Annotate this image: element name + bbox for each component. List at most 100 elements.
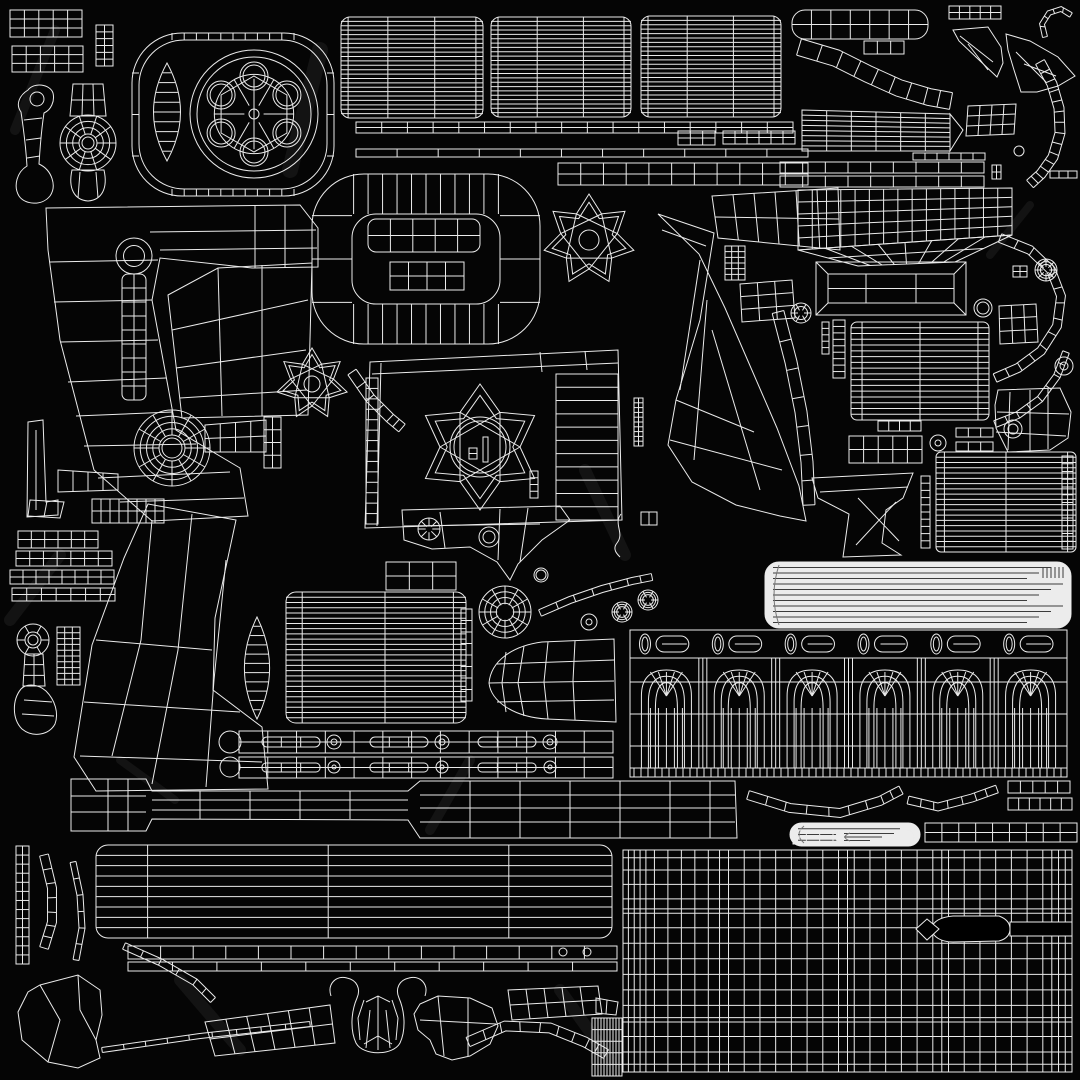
uv-pouch-small bbox=[998, 303, 1039, 345]
uv-cylinder-panel-4 bbox=[285, 591, 467, 724]
uv-knob-body bbox=[59, 114, 117, 172]
uv-grid-strip-a bbox=[9, 9, 83, 38]
uv-patch-s bbox=[739, 279, 796, 323]
uv-thin-strip-1 bbox=[355, 121, 794, 134]
uv-bone2-head bbox=[16, 623, 50, 657]
uv-inner-strip-b bbox=[389, 261, 465, 291]
uv-trigger-hub bbox=[417, 517, 441, 541]
uv-ring-2 bbox=[929, 434, 947, 452]
uv-dash-strip-1 bbox=[912, 152, 986, 161]
uv-cutout-diamond bbox=[915, 918, 940, 941]
uv-strip-4 bbox=[557, 162, 809, 186]
uv-dense-rect-s bbox=[724, 245, 746, 281]
uv-barrel-bright bbox=[764, 561, 1072, 629]
uv-wide-band bbox=[204, 1004, 336, 1057]
uv-plate-ticks bbox=[365, 377, 379, 525]
uv-holster-grid bbox=[622, 849, 1073, 1073]
uv-small-rect-a bbox=[677, 130, 716, 146]
uv-circ-a3 bbox=[542, 734, 558, 750]
uv-arm-a bbox=[122, 942, 216, 1003]
uv-strip-l2 bbox=[15, 550, 113, 567]
uv-slot-a3 bbox=[477, 736, 537, 748]
uv-grip-sail-2 bbox=[73, 503, 269, 792]
uv-hammer-horn-1 bbox=[992, 233, 1066, 383]
uv-funnel bbox=[811, 472, 914, 558]
uv-strip-6a bbox=[779, 161, 985, 174]
uv-tick-strip-v bbox=[633, 397, 644, 447]
uv-vstrip-1 bbox=[920, 475, 931, 549]
uv-arm-flange bbox=[263, 416, 282, 469]
uv-window-rect bbox=[1012, 265, 1028, 278]
uv-tail-ladder bbox=[1026, 59, 1066, 189]
bg-streak bbox=[282, 42, 328, 178]
uv-strip-l3 bbox=[9, 569, 115, 585]
uv-hstrip-s4 bbox=[955, 441, 994, 452]
uv-hatch-panel-mr bbox=[850, 321, 990, 421]
uv-grid-s2 bbox=[848, 435, 923, 464]
uv-rail-band bbox=[771, 310, 816, 506]
uv-ejector-rod bbox=[70, 778, 738, 839]
uv-dash-strip-2 bbox=[1049, 170, 1078, 179]
uv-donut bbox=[133, 409, 211, 487]
uv-strip-r2 bbox=[1007, 780, 1071, 794]
uv-star-mark-a bbox=[468, 447, 478, 460]
uv-wing-1 bbox=[952, 26, 1004, 78]
uv-plate-star bbox=[424, 383, 536, 511]
uv-cutout-slot bbox=[1009, 921, 1073, 937]
uv-arc-under-ring bbox=[347, 368, 406, 433]
uv-sliver-1 bbox=[821, 321, 830, 355]
uv-slot-a2 bbox=[369, 736, 429, 748]
uv-cutout-bullet bbox=[930, 915, 1011, 943]
uv-chevron-2 bbox=[906, 784, 999, 812]
uv-bracket-small bbox=[529, 470, 539, 499]
uv-strip-l4 bbox=[11, 587, 116, 602]
uv-dot-1 bbox=[1013, 145, 1025, 157]
uv-knob-base bbox=[70, 169, 106, 202]
uv-frame-L bbox=[45, 204, 319, 522]
uv-disc-1 bbox=[1034, 258, 1058, 282]
uv-sliver-2 bbox=[27, 499, 65, 519]
uv-rod-c-dot2 bbox=[582, 947, 592, 957]
uv-slot-a1 bbox=[261, 736, 321, 748]
uv-slot-b2 bbox=[369, 762, 429, 773]
uv-slot-b3 bbox=[477, 762, 537, 773]
uv-cylinder-panel-1 bbox=[340, 16, 484, 119]
uv-thin-strip-2 bbox=[355, 148, 809, 158]
uv-rect-squiggle bbox=[640, 511, 658, 526]
uv-rect-s7 bbox=[385, 561, 457, 591]
uv-bone2-base bbox=[13, 684, 58, 735]
uv-wedge-s bbox=[57, 469, 119, 493]
uv-notch-rect bbox=[863, 40, 905, 55]
uv-cylinder-rim-ring bbox=[131, 32, 335, 197]
uv-rod-a-cap bbox=[218, 730, 242, 754]
uv-circ-b3 bbox=[543, 760, 557, 774]
bg-streak bbox=[986, 201, 1034, 259]
uv-trigger-hole bbox=[478, 526, 500, 548]
uv-trigger-plate bbox=[401, 505, 571, 581]
uv-knob-cap bbox=[69, 83, 107, 117]
uv-sole-neck bbox=[595, 997, 619, 1016]
uv-pouch-ring bbox=[1003, 419, 1023, 439]
uv-circle-mr bbox=[973, 298, 993, 318]
uv-circ-a1 bbox=[326, 734, 342, 750]
uv-circle-s3 bbox=[533, 567, 549, 583]
bg-streak bbox=[116, 756, 179, 804]
uv-strip-6b bbox=[779, 175, 985, 188]
uv-head-blob bbox=[413, 995, 499, 1061]
uv-extractor-gear bbox=[543, 193, 635, 283]
uv-plate-patch bbox=[167, 262, 313, 419]
uv-sphere-2 bbox=[637, 589, 659, 611]
uv-circ-b2 bbox=[435, 760, 449, 774]
uv-grid-strip-b bbox=[11, 45, 84, 73]
uv-hook-curl bbox=[1039, 5, 1073, 39]
uv-circ-a2 bbox=[434, 734, 450, 750]
uv-cylinder-panel-3 bbox=[640, 15, 782, 118]
uv-hstrip-s1 bbox=[877, 420, 922, 432]
uv-grid-s8 bbox=[792, 829, 834, 845]
uv-chevron-1 bbox=[746, 785, 904, 818]
uv-inner-strip-a bbox=[367, 218, 481, 253]
uv-squiggle bbox=[614, 513, 622, 558]
uv-patch-tr bbox=[965, 103, 1017, 137]
uv-strip-grid-r bbox=[924, 822, 1078, 843]
